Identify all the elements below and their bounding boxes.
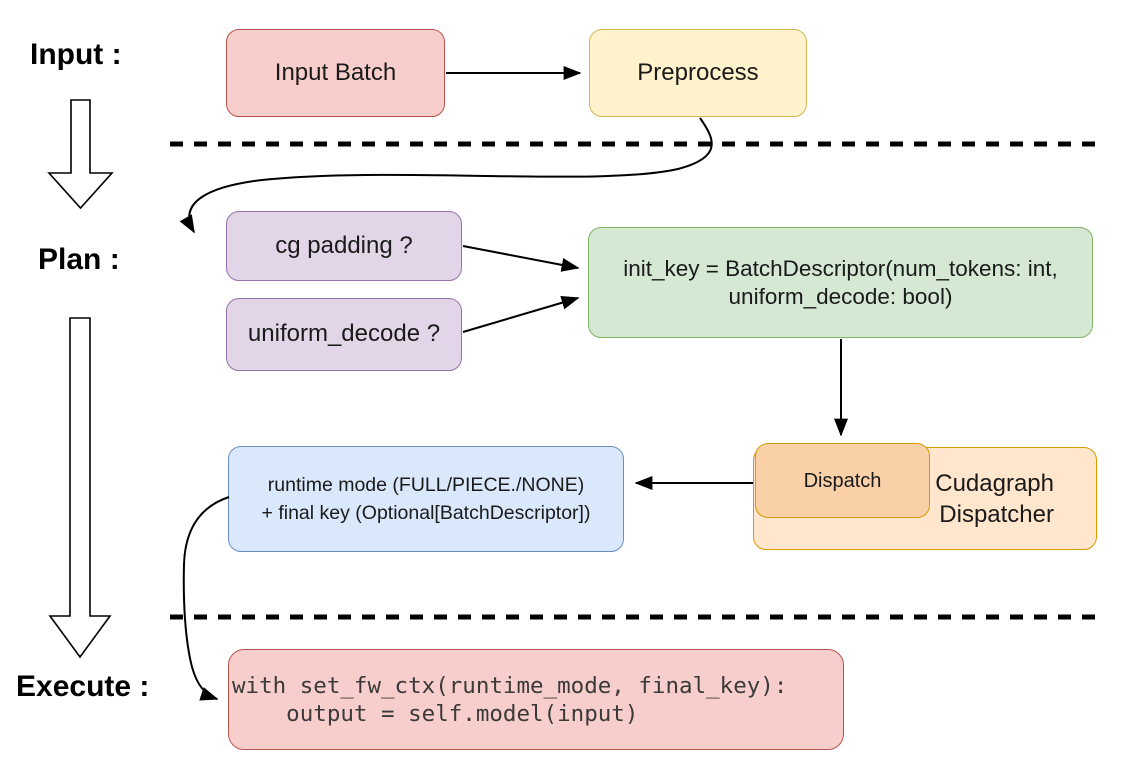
node-init-key-line2: uniform_decode: bool) — [728, 283, 953, 309]
section-label-execute: Execute : — [16, 670, 150, 703]
node-execute-code-line1: with set_fw_ctx(runtime_mode, final_key)… — [232, 672, 788, 699]
plan-section-arrow-icon — [48, 317, 112, 659]
section-label-plan: Plan : — [38, 243, 120, 276]
node-init-key: init_key = BatchDescriptor(num_tokens: i… — [588, 227, 1093, 338]
node-preprocess: Preprocess — [589, 29, 807, 117]
node-runtime-mode-line1: runtime mode (FULL/PIECE./NONE) — [267, 474, 585, 496]
node-runtime-mode-line2: + final key (Optional[BatchDescriptor]) — [261, 502, 591, 524]
node-cudagraph-dispatcher-line1: Cudagraph — [935, 469, 1054, 497]
arrow-uniformdecode-initkey — [462, 295, 580, 333]
section-label-input: Input : — [30, 38, 122, 71]
arrow-cgpadding-initkey — [462, 245, 580, 272]
node-uniform-decode-label: uniform_decode ? — [247, 320, 441, 348]
node-cg-padding-label: cg padding ? — [275, 231, 413, 259]
arrow-runtime-executecode — [182, 496, 230, 701]
node-input-batch: Input Batch — [226, 29, 445, 117]
node-dispatch: Dispatch — [755, 443, 930, 518]
node-init-key-line1: init_key = BatchDescriptor(num_tokens: i… — [623, 255, 1058, 281]
node-runtime-mode: runtime mode (FULL/PIECE./NONE) + final … — [228, 446, 624, 552]
node-execute-code: with set_fw_ctx(runtime_mode, final_key)… — [228, 649, 844, 750]
node-dispatch-label: Dispatch — [803, 469, 882, 492]
node-cg-padding: cg padding ? — [226, 211, 462, 281]
node-input-batch-label: Input Batch — [274, 58, 397, 86]
input-section-arrow-icon — [47, 99, 114, 210]
node-preprocess-label: Preprocess — [637, 58, 759, 86]
node-uniform-decode: uniform_decode ? — [226, 298, 462, 371]
node-cudagraph-dispatcher-line2: Dispatcher — [939, 500, 1054, 528]
node-execute-code-line2: output = self.model(input) — [232, 700, 639, 727]
